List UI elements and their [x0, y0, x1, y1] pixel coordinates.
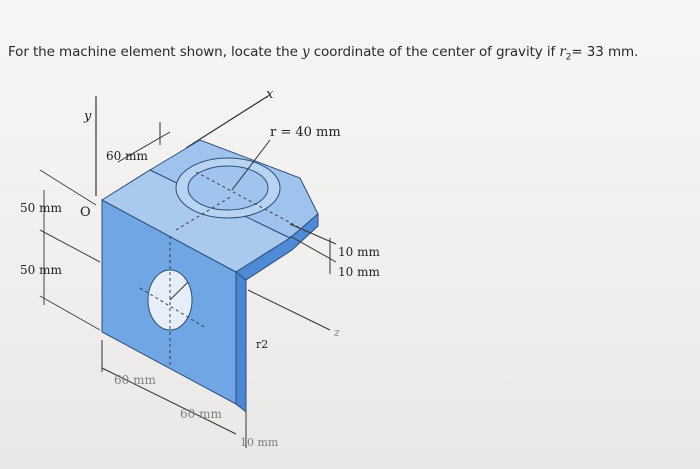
question-var-y: y [301, 44, 310, 60]
dim-50-diag-bottom [39, 295, 101, 331]
question-var-r: r [559, 44, 566, 60]
dim-10-a-label: 10 mm [338, 245, 380, 259]
question-middle: coordinate of the center of gravity if [309, 44, 560, 60]
radius-label: r = 40 mm [270, 125, 341, 140]
centerline-boss-x [195, 171, 301, 229]
axis-y-label: y [83, 109, 92, 124]
dim-10-b-label: 10 mm [338, 265, 380, 279]
dim-50-lower-label: 50 mm [20, 263, 62, 277]
question-suffix: = 33 mm. [571, 44, 639, 60]
dim-bottom-10-label: 10 mm [240, 436, 279, 449]
dim-bottom-60-left-label: 60 mm [114, 373, 156, 387]
vertical-plate-front [235, 270, 247, 414]
question-prefix: For the machine element shown, locate th… [8, 44, 302, 60]
r2-label: r2 [256, 338, 268, 351]
centerline-hole [139, 287, 207, 329]
dim-top-60-line [117, 131, 171, 163]
centerline-boss [175, 195, 233, 231]
boss-inner [187, 165, 269, 211]
axis-x-label: x [266, 87, 274, 102]
z-axis-line [247, 289, 331, 331]
dim-10-line-b [289, 235, 337, 263]
dim-bottom-line [101, 367, 237, 435]
dim-bottom-60-right-label: 60 mm [180, 407, 222, 421]
origin-label: O [80, 205, 91, 220]
question-text: For the machine element shown, locate th… [8, 44, 698, 63]
dim-10-line-a [289, 223, 337, 245]
side-hole-radius [169, 281, 189, 301]
radius-leader [231, 139, 271, 191]
question-sub: 2 [565, 52, 572, 63]
dim-50-upper-label: 50 mm [20, 201, 62, 215]
dim-50-diag-lower [39, 229, 101, 263]
dim-top-60-label: 60 mm [106, 149, 148, 163]
origin-diagonal [39, 169, 97, 206]
axis-z-label: z [333, 326, 340, 339]
x-axis-line [185, 95, 269, 149]
